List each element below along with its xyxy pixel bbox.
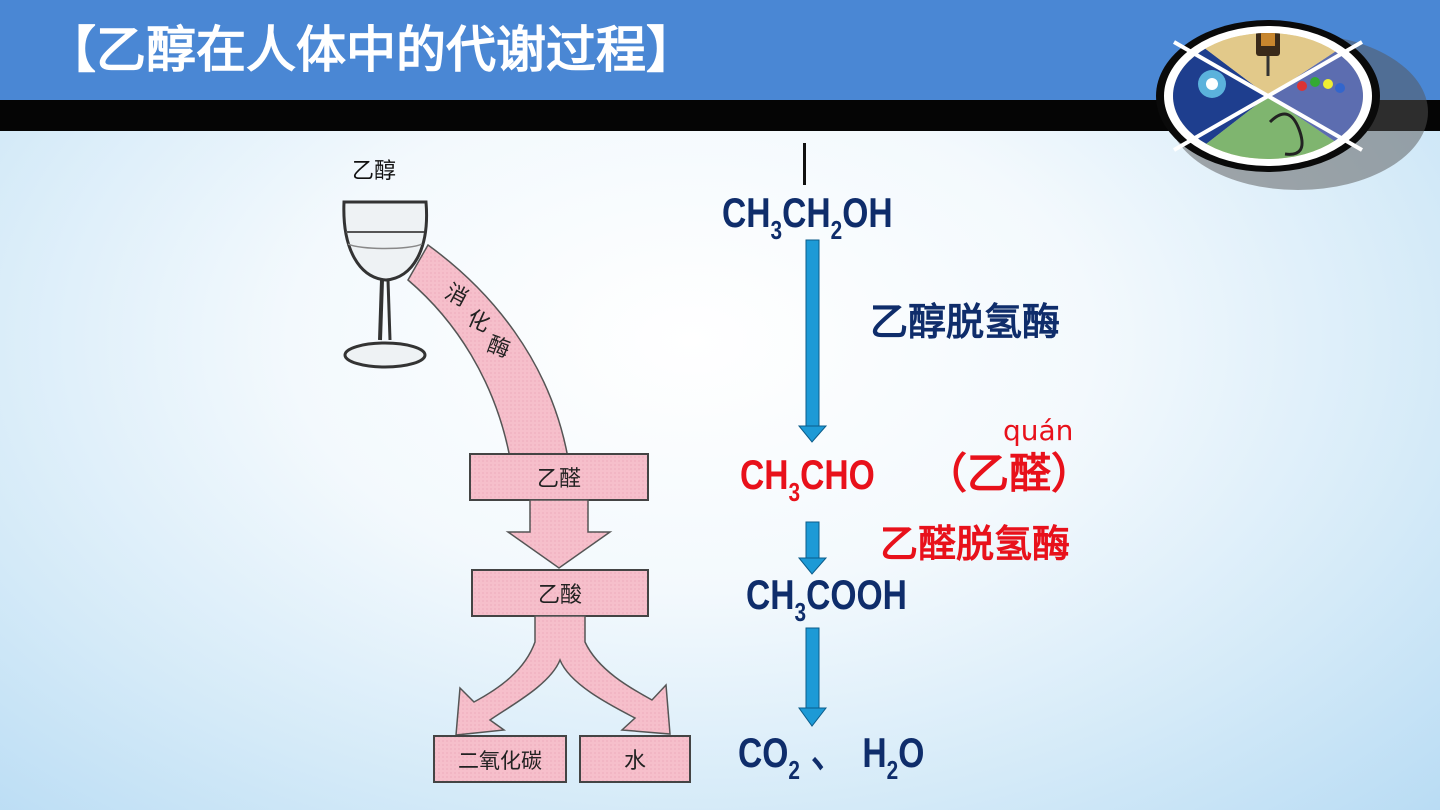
acetaldehyde-dehydrogenase-label: 乙醛脱氢酶 xyxy=(880,522,1071,566)
acetaldehyde-formula: CH3CHO xyxy=(740,451,875,507)
box-acetaldehyde-label: 乙醛 xyxy=(537,467,581,492)
box-acetic-acid xyxy=(471,569,649,617)
arrow-head-2 xyxy=(797,557,828,575)
arrow-head-1 xyxy=(797,425,828,443)
box-water-label: 水 xyxy=(624,749,646,774)
arrow-shaft-2 xyxy=(805,521,820,561)
arrow-shaft-3 xyxy=(805,627,820,709)
glass-label: 乙醇 xyxy=(352,159,396,184)
medical-quadrant-logo-icon xyxy=(1156,20,1428,190)
flow-arrow-1 xyxy=(505,499,613,569)
box-carbon-dioxide-label: 二氧化碳 xyxy=(458,749,542,773)
flow-arrow-split xyxy=(455,615,671,736)
wine-glass-icon xyxy=(342,200,429,369)
box-carbon-dioxide xyxy=(433,735,567,783)
arrow-head-3 xyxy=(798,707,828,727)
pathway-arrows xyxy=(797,239,828,727)
ethanol-formula: CH3CH2OH xyxy=(722,189,893,245)
alcohol-dehydrogenase-label: 乙醇脱氢酶 xyxy=(870,300,1061,344)
cursor-line xyxy=(803,143,806,185)
page-title: 【乙醇在人体中的代谢过程】 xyxy=(46,21,696,79)
metabolism-flow-diagram: 乙醇 消 化 酶 乙醛 乙酸 二氧化碳 水 xyxy=(342,159,691,783)
acetaldehyde-name: （乙醛） xyxy=(925,449,1094,498)
box-water xyxy=(579,735,691,783)
pinyin-annotation: quán xyxy=(1003,414,1074,447)
products-formula: CO2、H2O xyxy=(738,729,925,785)
box-acetic-acid-label: 乙酸 xyxy=(538,583,582,608)
acetic-acid-formula: CH3COOH xyxy=(746,571,907,627)
arrow-shaft-1 xyxy=(805,239,820,429)
